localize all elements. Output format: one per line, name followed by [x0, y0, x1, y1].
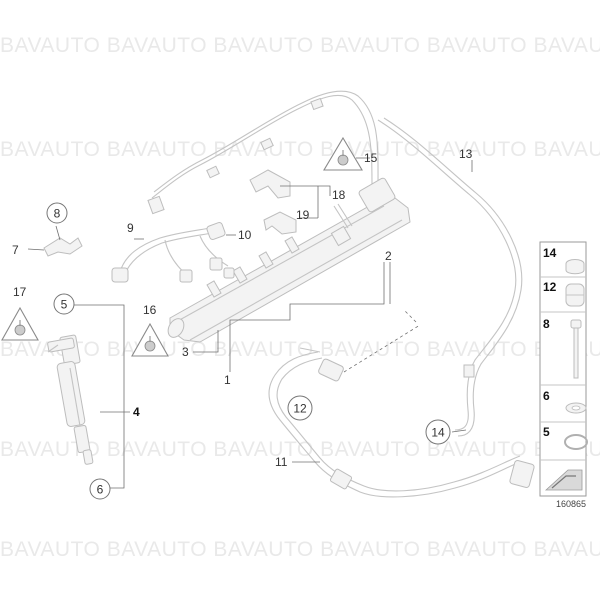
callout-label-19: 19	[296, 208, 310, 222]
bracket-19	[263, 203, 353, 235]
common-rail-1	[167, 177, 411, 343]
callout-circle-12: 12	[287, 395, 313, 421]
legend-item-misc	[544, 469, 583, 491]
legend-item-12: 12	[543, 280, 585, 307]
clip-7	[43, 237, 83, 257]
callout-label-5: 5	[61, 298, 68, 312]
callout-label-8: 8	[54, 207, 61, 221]
callout-label-15: 15	[364, 151, 378, 165]
bracket-18	[249, 169, 291, 199]
callout-label-11: 11	[275, 455, 288, 469]
legend-label-12: 12	[543, 280, 557, 294]
callout-label-1: 1	[224, 373, 231, 387]
callout-label-17: 17	[13, 285, 27, 299]
legend-label-14: 14	[543, 246, 557, 260]
legend-label-8: 8	[543, 317, 550, 331]
callout-label-4: 4	[133, 405, 140, 419]
callout-label-12: 12	[293, 402, 307, 416]
callout-label-16: 16	[143, 303, 157, 317]
leader-lines	[27, 157, 473, 489]
callout-label-7: 7	[12, 243, 19, 257]
callout-label-14: 14	[431, 426, 445, 440]
sensor-harness-9	[111, 222, 235, 283]
legend-item-8: 8	[543, 317, 582, 379]
fuel-line-11	[268, 347, 535, 498]
callout-label-10: 10	[238, 228, 252, 242]
high-pressure-line-13	[147, 90, 523, 437]
legend-item-6: 6	[543, 389, 587, 414]
warning-triangle-17	[1, 306, 39, 341]
callout-circle-8: 8	[46, 202, 68, 224]
legend-item-14: 14	[543, 246, 585, 275]
callout-circle-5: 5	[53, 293, 75, 315]
legend-item-5: 5	[543, 425, 588, 450]
callout-circle-14: 14	[425, 419, 451, 445]
legend-label-6: 6	[543, 389, 550, 403]
warning-triangle-16	[131, 322, 169, 357]
warning-triangle-15	[323, 136, 363, 171]
callout-label-6: 6	[97, 483, 104, 497]
callout-label-18: 18	[332, 188, 346, 202]
legend-label-5: 5	[543, 425, 550, 439]
parts-legend: 14 12 8 6 5	[539, 241, 588, 497]
callout-label-3: 3	[182, 345, 189, 359]
diagram-id: 160865	[556, 499, 586, 509]
callout-label-13: 13	[459, 147, 473, 161]
callout-circle-6: 6	[89, 478, 111, 500]
injector-4	[47, 334, 94, 465]
callout-label-2: 2	[385, 249, 392, 263]
callout-label-9: 9	[127, 221, 134, 235]
